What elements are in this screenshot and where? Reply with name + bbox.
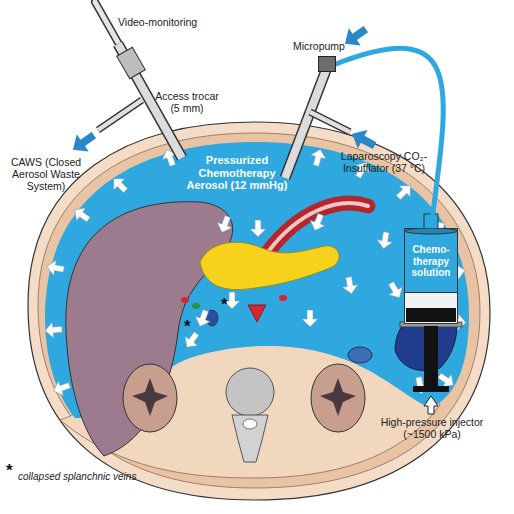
kidney — [123, 364, 177, 432]
vein-marker: * — [184, 318, 198, 337]
insufflation-port — [310, 112, 350, 132]
syringe-barrel: Chemo-therapy solution — [404, 228, 458, 324]
tube-connector — [336, 48, 443, 228]
body-wall — [28, 122, 490, 500]
kidney-pelvis — [132, 378, 168, 416]
flow-arrow — [51, 378, 72, 399]
flow-arrow — [302, 310, 318, 327]
insufflation-port — [310, 112, 350, 132]
flow-arrow — [46, 259, 66, 278]
colon — [348, 347, 372, 363]
pump-trocar — [285, 70, 326, 178]
node-text: Micropump — [293, 40, 345, 52]
flow-arrow — [192, 308, 213, 329]
vertebral-body — [226, 368, 274, 416]
aerosol-region: Pressurized Chemotherapy Aerosol (12 mmH… — [178, 150, 296, 214]
pump-trocar — [285, 70, 326, 178]
plunger-head — [406, 308, 456, 322]
legend-text: collapsed splanchnic veins — [18, 471, 136, 482]
artery — [279, 295, 287, 301]
flow-arrows — [44, 147, 466, 399]
stomach — [268, 203, 368, 252]
trocar-hub — [117, 47, 146, 79]
aorta — [248, 305, 266, 322]
waste-port — [98, 100, 142, 130]
kidney — [311, 364, 365, 432]
bile-duct — [192, 303, 200, 309]
spinal-canal — [243, 419, 257, 429]
flow-arrow — [250, 220, 266, 237]
flow-arrow — [307, 212, 328, 233]
video-scope — [95, 2, 120, 46]
device-label: High-pressure injector (~1500 kPa) — [372, 416, 492, 440]
flow-arrow — [108, 173, 131, 196]
node-text: Chemo-therapy solution — [404, 244, 458, 279]
waste-flow-arrow — [67, 127, 100, 159]
waste-port — [98, 100, 142, 130]
node-text: Pressurized Chemotherapy Aerosol (12 mmH… — [178, 154, 296, 192]
injector-arrow — [424, 396, 438, 414]
flow-arrow — [393, 180, 416, 203]
video-scope — [95, 2, 120, 46]
flow-arrow — [376, 231, 395, 251]
syringe-glass — [405, 229, 458, 324]
plunger-thumb — [413, 386, 449, 392]
device-label: CAWS (Closed Aerosol Waste System) — [4, 156, 88, 192]
legend-marker: * — [6, 462, 20, 481]
plunger-rod — [424, 326, 438, 388]
vein-marker: * — [221, 296, 235, 315]
device-label: Access trocar (5 mm) — [150, 90, 224, 114]
liver — [66, 202, 233, 456]
device-label: Laparoscopy CO₂-Insufflator (37 °C) — [336, 150, 432, 174]
flow-arrow — [70, 203, 93, 226]
flow-arrow — [44, 321, 62, 338]
micropump-box: Micropump — [318, 56, 336, 72]
kidney-pelvis — [320, 378, 356, 416]
flow-arrow — [308, 147, 328, 168]
legend-row: collapsed splanchnic veins — [18, 466, 136, 484]
barrel-top — [405, 228, 457, 234]
device-label: Video-monitoring — [118, 16, 218, 28]
flow-arrow — [180, 329, 203, 352]
flow-arrow — [341, 276, 360, 296]
vertebral-arch — [232, 415, 268, 462]
pancreas — [200, 242, 339, 289]
artery — [181, 297, 189, 303]
flow-arrow — [384, 279, 406, 302]
flow-arrow — [214, 214, 235, 235]
stomach-lumen — [268, 203, 368, 252]
solution-fill — [405, 229, 458, 293]
